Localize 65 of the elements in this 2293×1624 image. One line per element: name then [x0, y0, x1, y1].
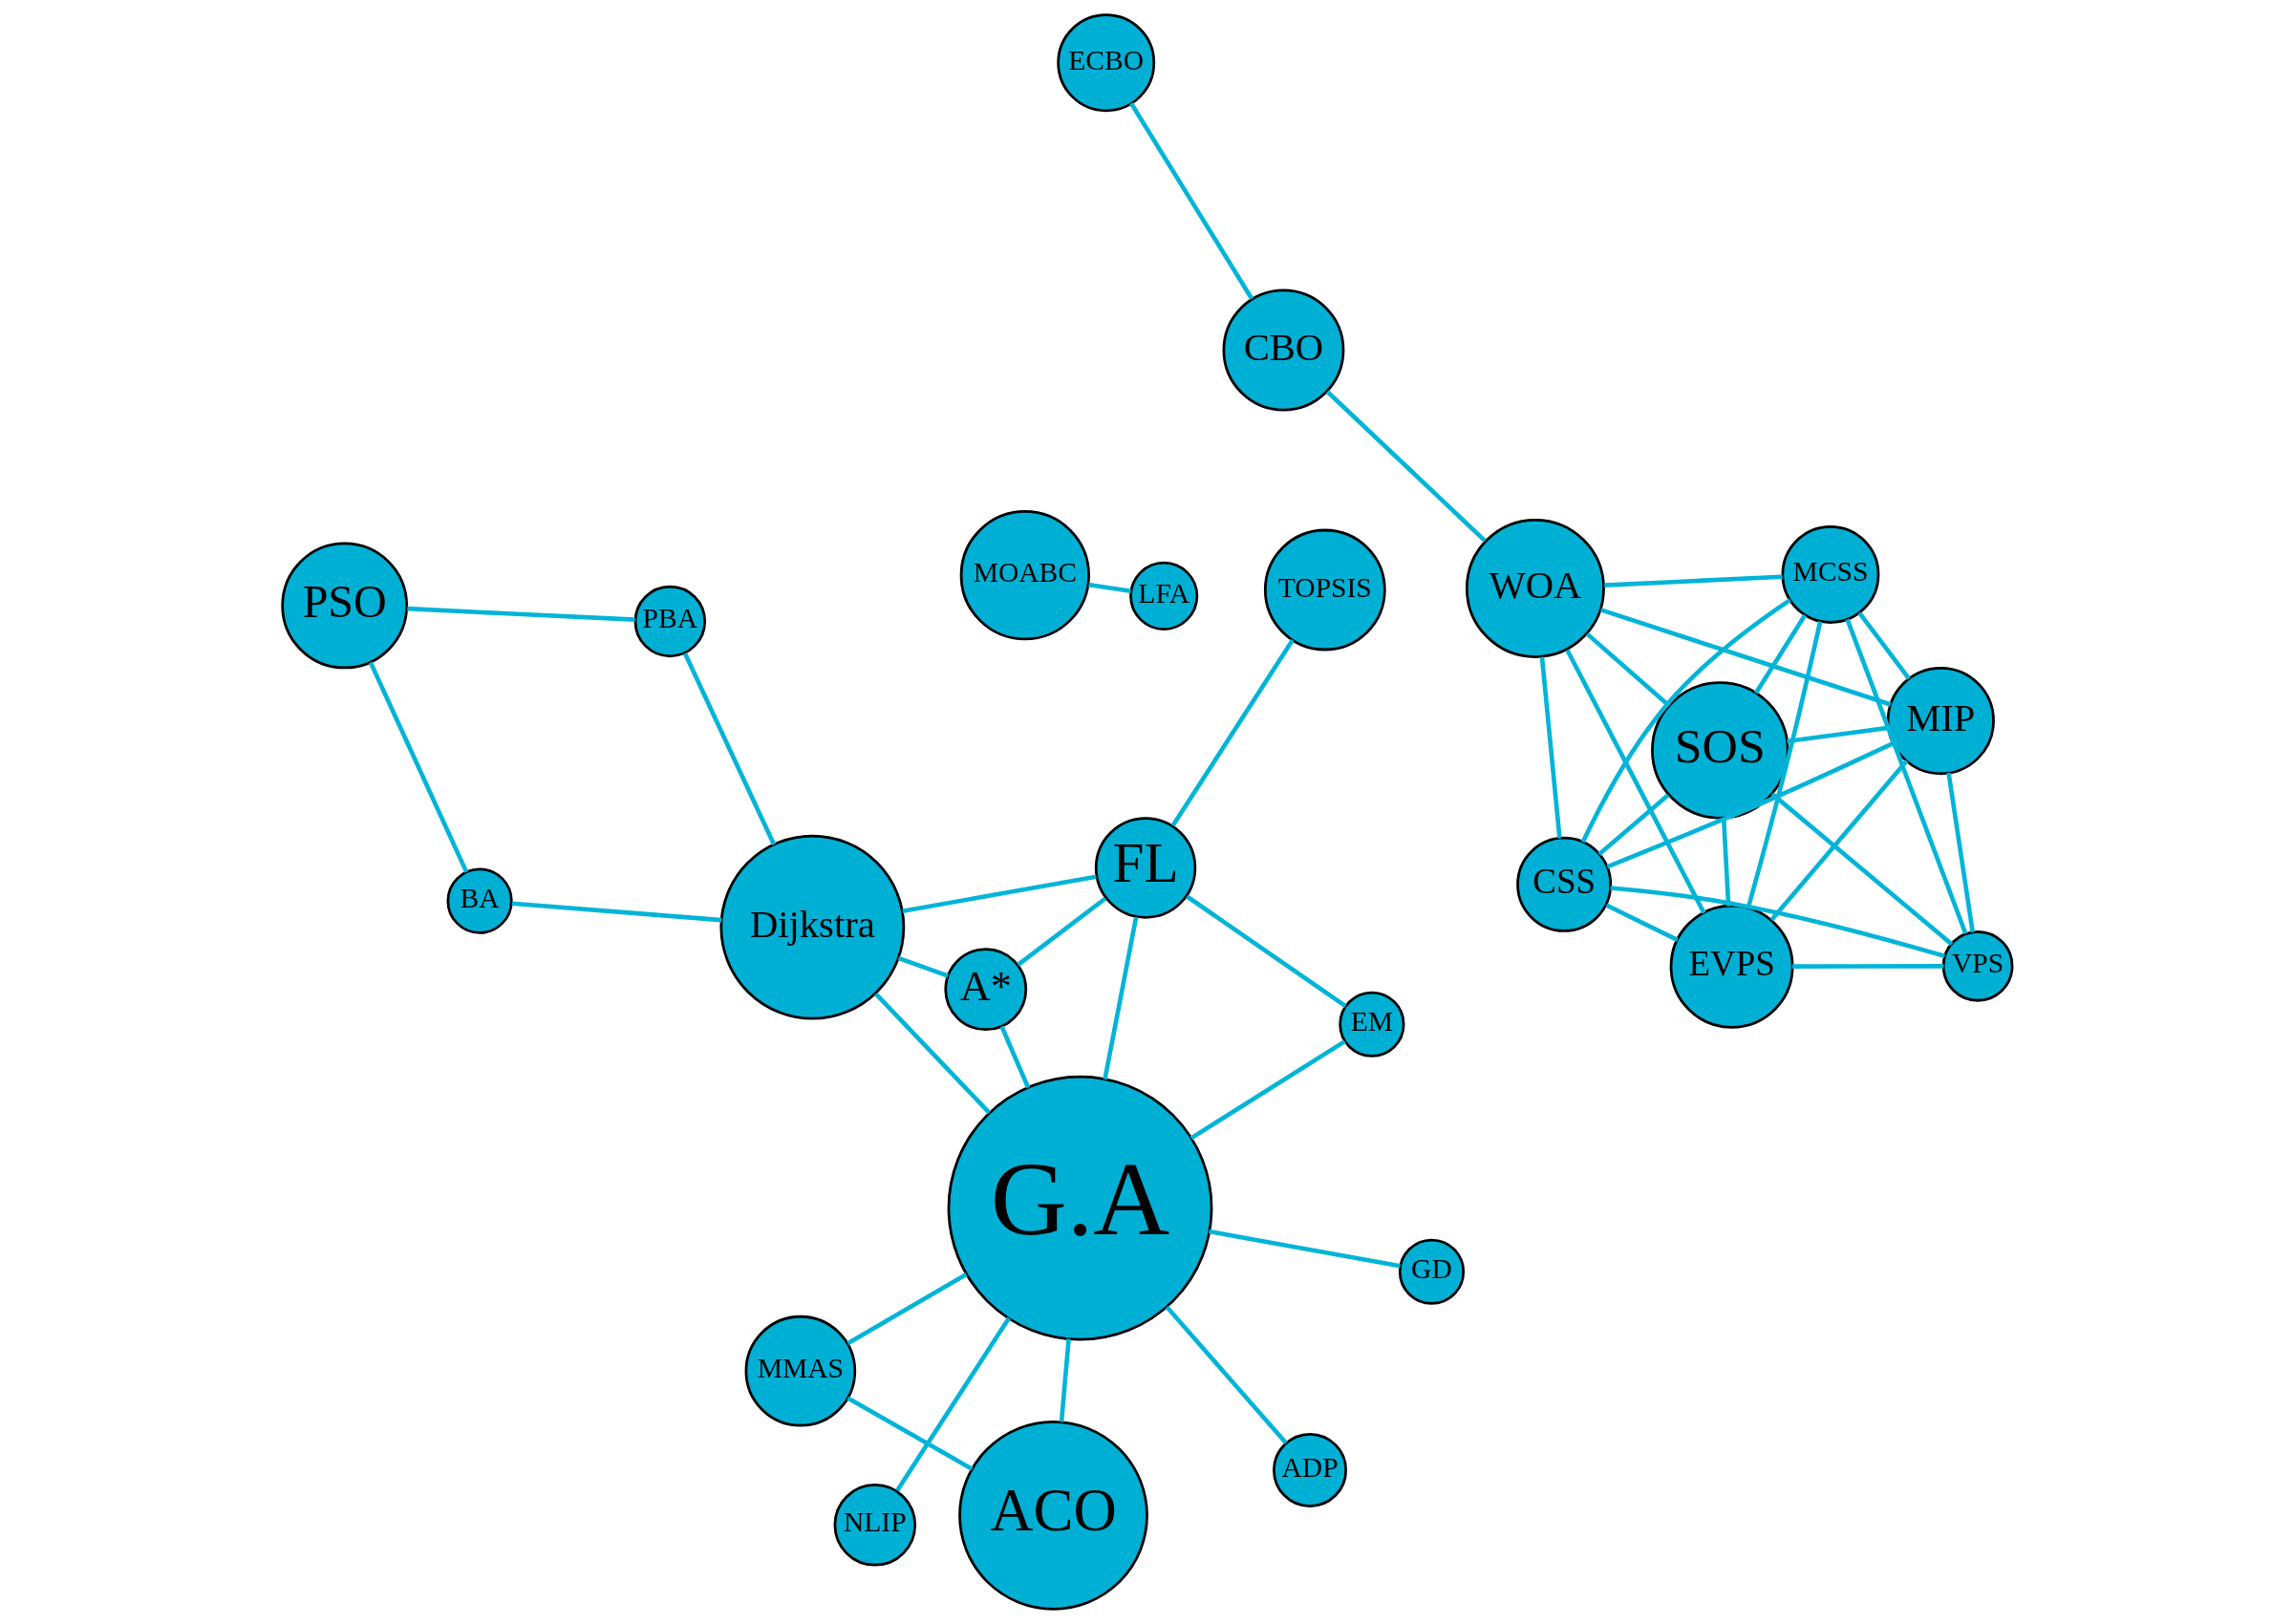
connector — [1189, 1039, 1346, 1141]
node-circle: TOPSIS — [1263, 528, 1386, 652]
connector — [1603, 574, 1783, 588]
node-circle: FL — [1094, 817, 1196, 919]
connector — [1844, 618, 1967, 935]
connector — [894, 1316, 1011, 1492]
node-circle: EVPS — [1669, 904, 1794, 1029]
connector — [846, 1396, 973, 1471]
node-circle: EM — [1338, 991, 1404, 1058]
connector — [1208, 1229, 1401, 1269]
connector — [406, 606, 635, 622]
connector — [1599, 608, 1892, 707]
connector — [1604, 903, 1679, 942]
connector — [1786, 725, 1889, 744]
node-circle: NLIP — [833, 1484, 916, 1567]
node-circle: CBO — [1222, 288, 1344, 412]
connector — [1170, 638, 1295, 827]
node-circle: LFA — [1128, 561, 1198, 630]
node-circle: SOS — [1650, 681, 1789, 820]
connector — [1605, 741, 1894, 869]
connector — [1609, 886, 1945, 959]
connector — [901, 874, 1097, 914]
connector — [1539, 656, 1562, 839]
node-circle: MCSS — [1780, 524, 1879, 624]
connector — [1016, 896, 1106, 967]
connector — [897, 955, 949, 978]
node-circle: PSO — [280, 542, 408, 670]
node-circle: GD — [1398, 1238, 1465, 1305]
connector — [682, 652, 776, 845]
node-circle: VPS — [1941, 930, 2013, 1002]
connector — [1128, 102, 1254, 300]
connector — [1325, 390, 1487, 543]
connector — [511, 901, 721, 923]
connector — [1564, 649, 1705, 914]
node-circle: MOABC — [959, 510, 1090, 641]
node-circle: ECBO — [1056, 13, 1155, 113]
connector — [1768, 759, 1908, 922]
connector — [368, 661, 468, 873]
connector — [1721, 818, 1730, 907]
connector — [1791, 964, 1943, 969]
connector — [1087, 582, 1131, 593]
node-circle: MIP — [1886, 667, 1995, 776]
node-circle: PBA — [633, 585, 706, 658]
node-circle: ACO — [957, 1420, 1148, 1611]
connector — [998, 1025, 1030, 1089]
connector — [873, 992, 991, 1115]
node-circle: A* — [943, 948, 1027, 1032]
node-circle: CSS — [1515, 836, 1612, 932]
connector — [1580, 598, 1791, 844]
connector — [846, 1272, 968, 1346]
connector — [1769, 792, 1953, 947]
connector — [1059, 1338, 1071, 1422]
node-circle: MMAS — [744, 1314, 856, 1427]
connector — [1165, 1305, 1288, 1444]
node-circle: G.A — [947, 1075, 1212, 1341]
node-circle: ADP — [1272, 1432, 1347, 1507]
connector — [1945, 772, 1975, 933]
connector — [1597, 793, 1669, 857]
connector — [1753, 613, 1807, 694]
node-circle: BA — [445, 867, 513, 934]
node-circle: WOA — [1465, 519, 1605, 658]
node-circle: Dijkstra — [718, 834, 905, 1020]
connector — [1102, 916, 1138, 1080]
connector — [1185, 894, 1347, 1009]
connector — [1856, 611, 1911, 680]
